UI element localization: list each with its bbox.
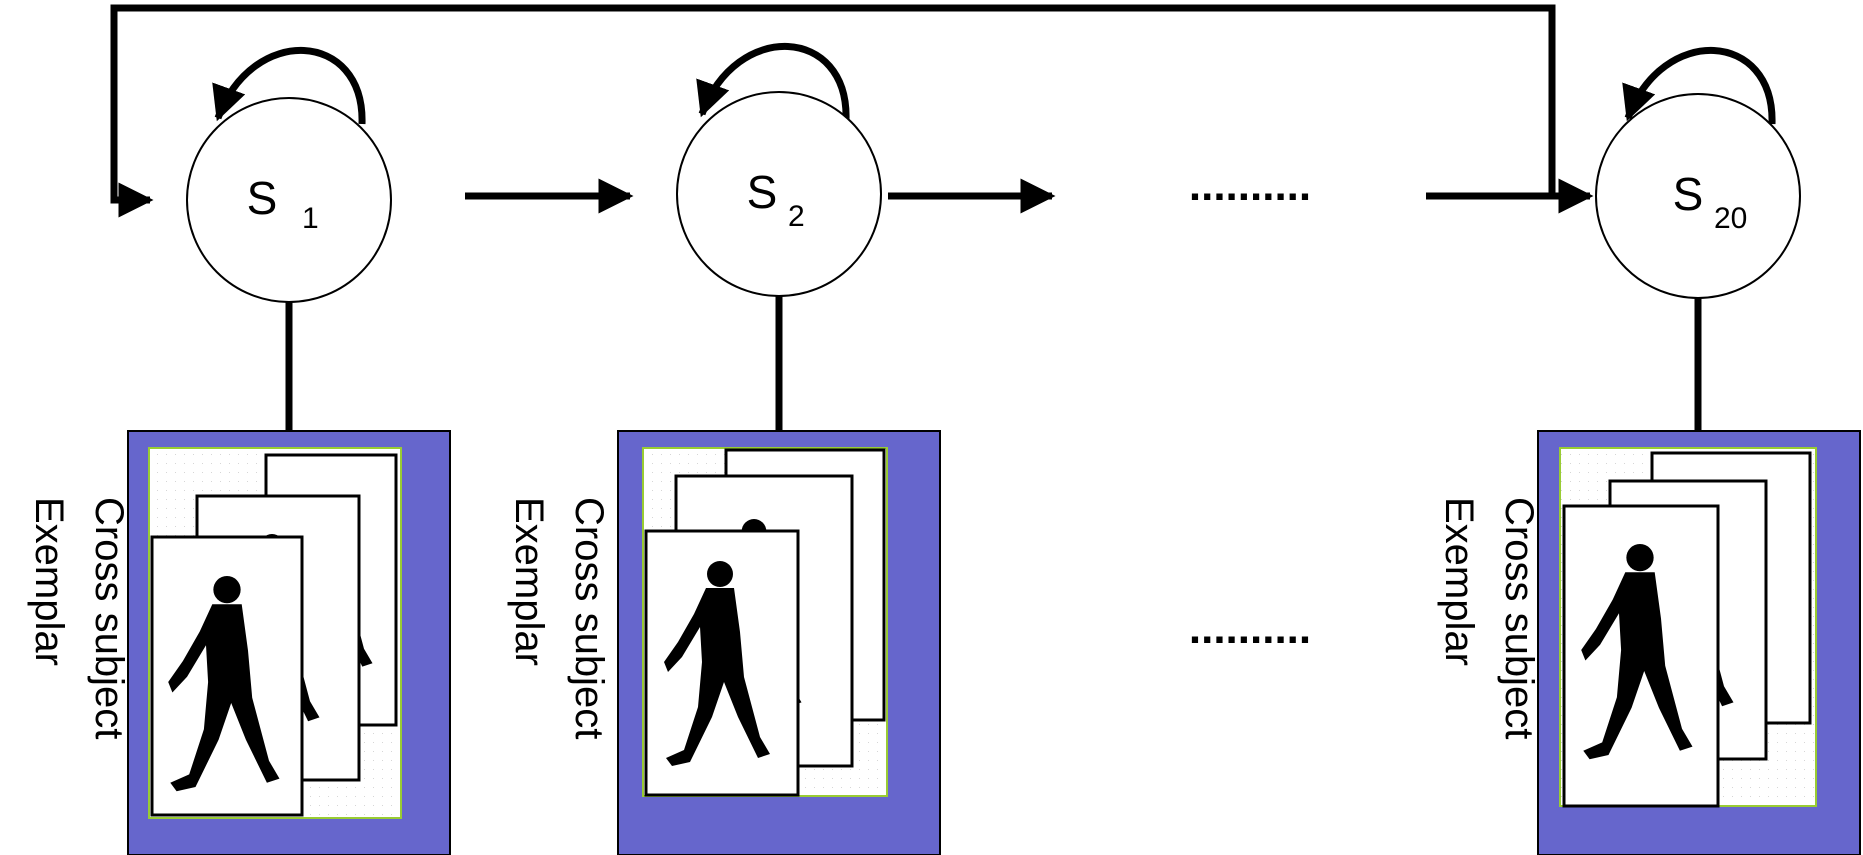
exemplar-label-s2: Cross subject Exemplar [507, 497, 611, 739]
exemplar-label-line1: Cross subject [567, 497, 611, 739]
exemplar-label-line1: Cross subject [1497, 497, 1541, 739]
state-subscript: 1 [302, 202, 319, 235]
exemplar-panel-s2 [617, 430, 941, 855]
exemplar-label-line1: Cross subject [87, 497, 131, 739]
exemplar-label-line2: Exemplar [27, 497, 71, 666]
self-loop-arrow-icon [696, 43, 850, 121]
exemplar-label-s20: Cross subject Exemplar [1437, 497, 1541, 739]
exemplar-panel-s20 [1537, 430, 1861, 855]
ellipsis-bottom: .......... [1189, 604, 1311, 653]
exemplar-label-s1: Cross subject Exemplar [27, 497, 131, 739]
exemplar-label-line2: Exemplar [507, 497, 551, 666]
state-label: S [247, 172, 278, 224]
state-subscript: 20 [1714, 202, 1747, 235]
state-label: S [747, 166, 778, 218]
exemplar-label-line2: Exemplar [1437, 497, 1481, 666]
state-label: S [1673, 168, 1704, 220]
state-node-s1: S 1 [186, 97, 392, 303]
self-loop-arrow-icon [1622, 47, 1776, 125]
state-subscript: 2 [788, 200, 805, 233]
self-loop-arrow-icon [212, 47, 366, 125]
state-node-s2: S 2 [676, 91, 882, 297]
exemplar-panel-s1 [127, 430, 451, 855]
ellipsis-top: .......... [1189, 161, 1311, 210]
state-node-s20: S 20 [1595, 93, 1801, 299]
